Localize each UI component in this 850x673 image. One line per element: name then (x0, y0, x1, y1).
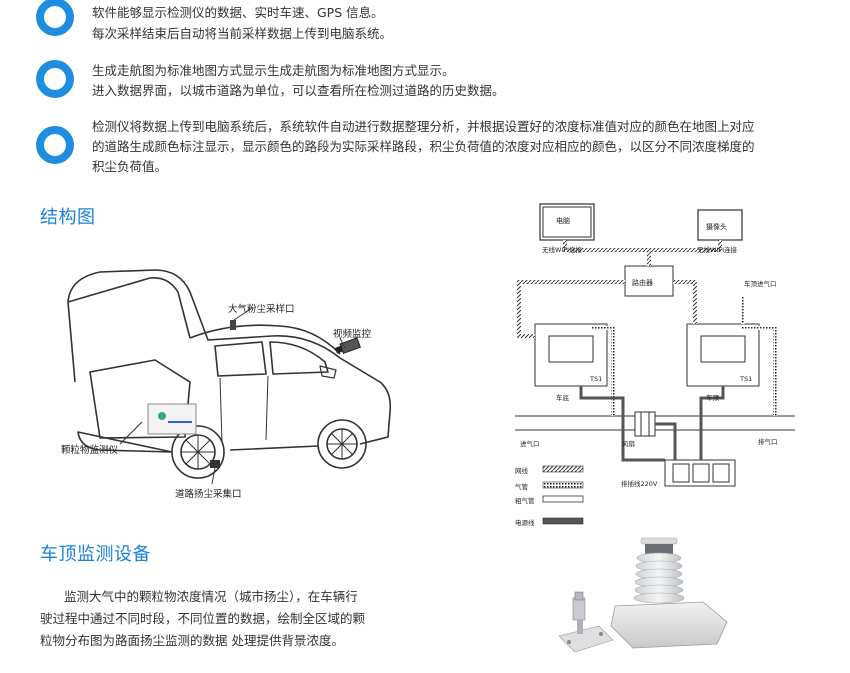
bullet-item-2: 生成走航图为标准地图方式显示生成走航图为标准地图方式显示。 进入数据界面，以城市… (36, 60, 505, 100)
label-road-dust-collector: 道路扬尘采集口 (175, 489, 242, 500)
paragraph-line-3: 粒物分布图为路面扬尘监测的数据 处理提供背景浓度。 (40, 633, 344, 648)
label-power-strip: 排插线220V (621, 480, 658, 488)
bullet-text-2-line-2: 进入数据界面，以城市道路为单位，可以查看所在检测过道路的历史数据。 (92, 83, 505, 98)
label-computer-wifi: 无线WIFI连接 (542, 246, 582, 254)
label-particle-monitor: 颗粒物监测仪 (61, 445, 119, 456)
label-video-monitor: 视频监控 (333, 329, 372, 340)
bullet-item-1: 软件能够显示检测仪的数据、实时车速、GPS 信息。 每次采样结束后自动将当前采样… (36, 0, 392, 41)
label-under-car: 车底 (556, 394, 569, 402)
label-roof-inlet: 车顶进气口 (744, 280, 777, 288)
label-router: 路由器 (632, 279, 653, 287)
bullet-text-3-line-2: 的道路生成颜色标注显示，显示颜色的路段为实际采样路段，积尘负荷值的浓度对应相应的… (92, 139, 755, 154)
label-camera-wifi: 无线WIFI连接 (697, 246, 737, 254)
legend-power-line: 电源线 (515, 519, 535, 527)
bullet-text-3-line-3: 积尘负荷值。 (92, 159, 168, 174)
circle-bullet-icon (36, 60, 74, 98)
bullet-text-1-line-1: 软件能够显示检测仪的数据、实时车速、GPS 信息。 (92, 5, 384, 20)
circle-bullet-icon (36, 0, 74, 36)
bullet-item-3: 检测仪将数据上传到电脑系统后，系统软件自动进行数据整理分析，并根据设置好的浓度标… (36, 116, 755, 176)
bullet-text-2-line-1: 生成走航图为标准地图方式显示生成走航图为标准地图方式显示。 (92, 63, 455, 78)
legend-thick-gas-pipe: 粗气管 (515, 497, 535, 505)
label-car-roof: 车顶 (706, 394, 719, 402)
label-computer: 电脑 (556, 217, 570, 225)
label-ts1-left: TS1 (590, 375, 603, 383)
label-fan: 风扇 (622, 440, 635, 448)
paragraph-line-1: 监测大气中的颗粒物浓度情况（城市扬尘），在车辆行 (64, 589, 358, 604)
system-connection-diagram (515, 203, 795, 525)
label-camera: 摄像头 (706, 223, 727, 231)
legend-network-cable: 网线 (515, 467, 528, 475)
bullet-text-1-line-2: 每次采样结束后自动将当前采样数据上传到电脑系统。 (92, 26, 393, 41)
label-sampling-port: 大气粉尘采样口 (228, 304, 295, 315)
legend-gas-pipe: 气管 (515, 483, 528, 491)
paragraph-line-2: 驶过程中通过不同时段，不同位置的数据，绘制全区域的颗 (40, 611, 366, 626)
label-ts1-right: TS1 (740, 375, 753, 383)
circle-bullet-icon (36, 126, 74, 164)
label-air-outlet: 排气口 (758, 438, 778, 446)
roof-device-illustration (558, 537, 728, 653)
label-air-inlet: 进气口 (520, 440, 540, 448)
car-illustration (67, 269, 392, 485)
section-title-roof-device: 车顶监测设备 (40, 544, 151, 565)
bullet-text-3-line-1: 检测仪将数据上传到电脑系统后，系统软件自动进行数据整理分析，并根据设置好的浓度标… (92, 119, 755, 134)
roof-device-description: 监测大气中的颗粒物浓度情况（城市扬尘），在车辆行 驶过程中通过不同时段，不同位置… (40, 586, 400, 652)
section-title-structure: 结构图 (40, 207, 96, 228)
